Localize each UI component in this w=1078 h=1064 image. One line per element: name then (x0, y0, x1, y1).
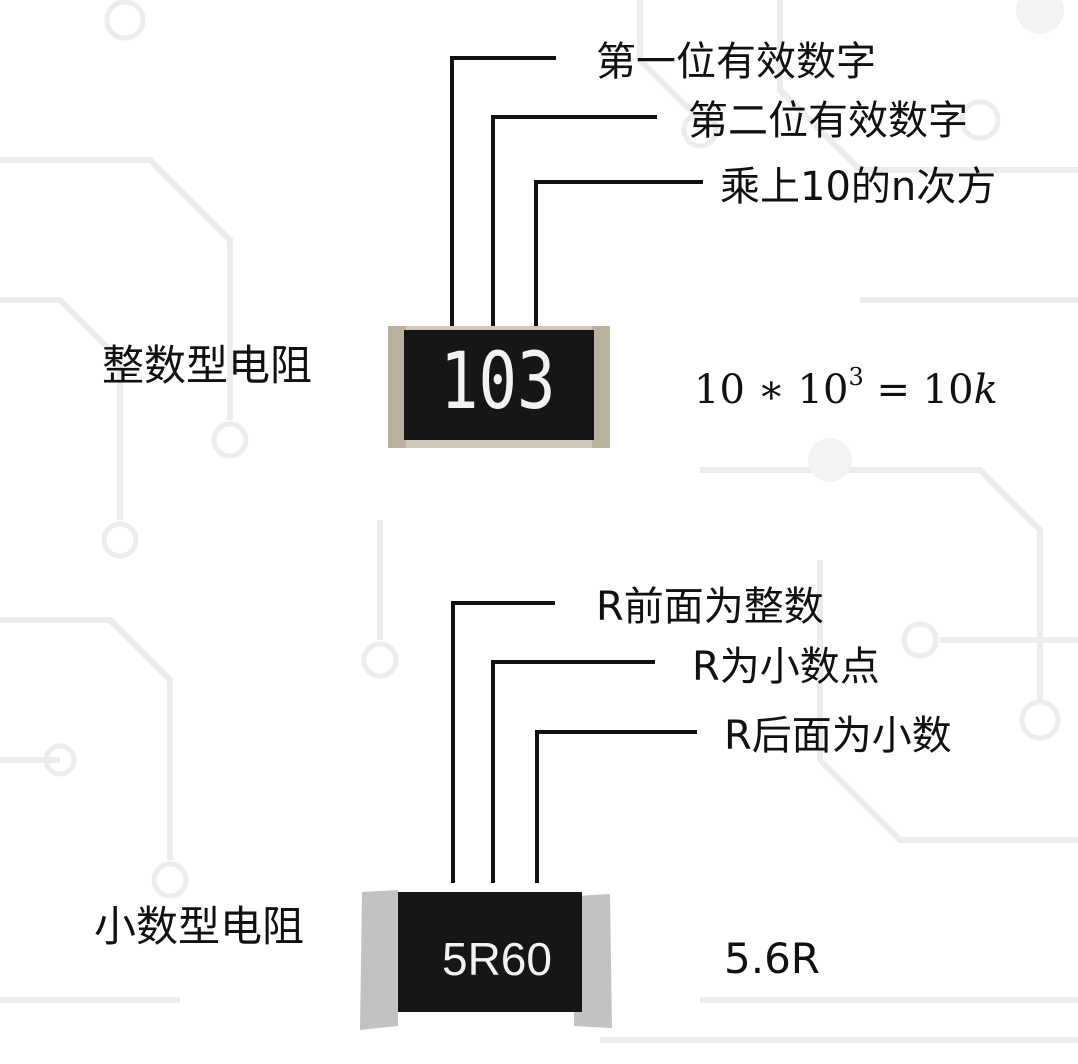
leader-label-first-digit: 第一位有效数字 (596, 42, 876, 82)
integer-type-label: 整数型电阻 (102, 345, 312, 387)
leader-line-fraction-part (537, 732, 697, 883)
leader-label-multiplier: 乘上10的n次方 (720, 167, 996, 207)
formula-base: 10 (798, 367, 849, 413)
leader-line-first-digit (452, 58, 556, 328)
formula-result-number: 10 (923, 367, 974, 413)
chip-marking-code: 5R60 (442, 936, 552, 982)
integer-value-formula: 10 ∗ 103 = 10k (694, 370, 998, 410)
leader-label-second-digit: 第二位有效数字 (688, 101, 968, 141)
resistor-chip-5r60: 5R60 (358, 886, 614, 1032)
leader-line-multiplier (536, 182, 703, 328)
formula-multiply-sign: ∗ (758, 367, 785, 413)
leader-line-integer-part (453, 603, 555, 883)
leader-line-decimal-point (493, 662, 655, 883)
decimal-value: 5.6R (724, 938, 820, 980)
formula-mantissa: 10 (694, 367, 745, 413)
resistor-chip-103: 103 (388, 326, 610, 448)
leader-label-fraction-part: R后面为小数 (724, 716, 952, 756)
formula-result-unit: k (974, 367, 998, 413)
decimal-type-label: 小数型电阻 (94, 906, 304, 948)
leader-line-second-digit (493, 117, 657, 328)
leader-label-integer-part: R前面为整数 (596, 587, 824, 627)
formula-equals-sign: = (876, 367, 910, 413)
formula-exponent: 3 (848, 363, 863, 391)
chip-marking-code: 103 (440, 343, 556, 421)
leader-label-decimal-point: R为小数点 (692, 647, 880, 687)
